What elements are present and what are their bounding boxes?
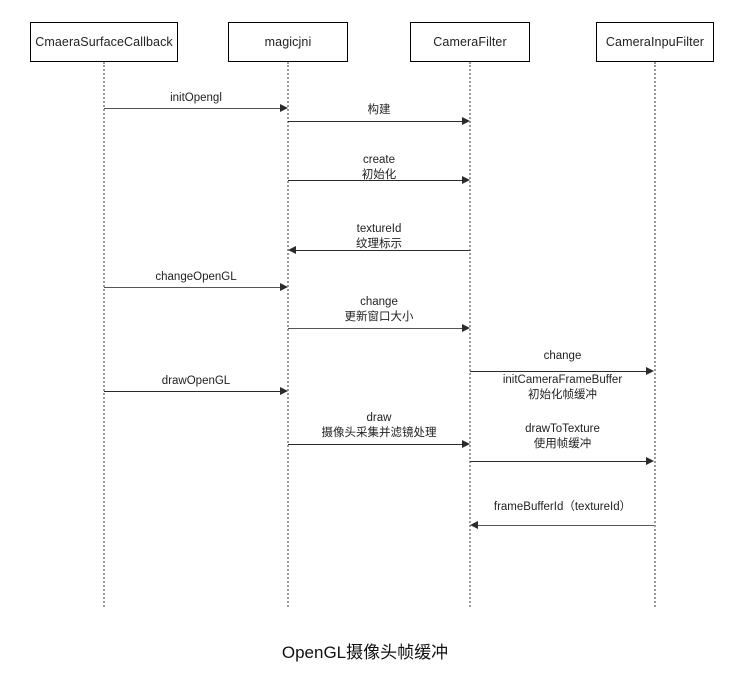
participant-box-magicjni[interactable]: magicjni bbox=[228, 22, 348, 62]
message-label-textureid: textureId 纹理标示 bbox=[356, 223, 402, 250]
diagram-caption: OpenGL摄像头帧缓冲 bbox=[281, 643, 449, 662]
message-arrow-initcameraframebuffer bbox=[470, 371, 646, 372]
message-label-changeopengl: changeOpenGL bbox=[155, 271, 237, 283]
message-label-draw: draw 摄像头采集并滤镜处理 bbox=[321, 412, 437, 439]
lifeline-camerainpufilter bbox=[654, 62, 656, 607]
arrow-head-icon bbox=[462, 175, 470, 184]
arrow-head-icon bbox=[462, 439, 470, 448]
message-label-change-window: change 更新窗口大小 bbox=[344, 296, 414, 323]
message-label-initcameraframebuffer: initCameraFrameBuffer 初始化帧缓冲 bbox=[502, 374, 623, 401]
arrow-head-icon bbox=[288, 245, 296, 254]
message-arrow-draw bbox=[288, 444, 462, 445]
participant-label: CameraFilter bbox=[433, 35, 507, 49]
message-label-initopengl: initOpengl bbox=[170, 92, 222, 104]
participant-label: magicjni bbox=[264, 35, 312, 49]
arrow-head-icon bbox=[280, 103, 288, 112]
participant-box-camerainpufilter[interactable]: CameraInpuFilter bbox=[596, 22, 714, 62]
message-arrow-drawopengl bbox=[104, 391, 280, 392]
message-label-framebufferid: frameBufferId（textureId） bbox=[493, 501, 632, 513]
message-label-drawtotexture: drawToTexture 使用帧缓冲 bbox=[525, 423, 600, 450]
message-label-create: create 初始化 bbox=[361, 154, 397, 181]
message-arrow-change-window bbox=[288, 328, 462, 329]
message-arrow-textureid bbox=[296, 250, 470, 251]
participant-label: CmaeraSurfaceCallback bbox=[35, 35, 173, 49]
arrow-head-icon bbox=[646, 456, 654, 465]
lifeline-camerafilter bbox=[469, 62, 471, 607]
message-arrow-drawtotexture bbox=[470, 461, 646, 462]
participant-box-cmaerasurfacecallback[interactable]: CmaeraSurfaceCallback bbox=[30, 22, 178, 62]
message-label-gouJian: 构建 bbox=[367, 104, 391, 116]
participant-box-camerafilter[interactable]: CameraFilter bbox=[410, 22, 530, 62]
arrow-head-icon bbox=[462, 116, 470, 125]
message-arrow-gouJian bbox=[288, 121, 462, 122]
participant-label: CameraInpuFilter bbox=[605, 35, 705, 49]
arrow-head-icon bbox=[470, 520, 478, 529]
message-arrow-initopengl bbox=[104, 108, 280, 109]
arrow-head-icon bbox=[280, 386, 288, 395]
arrow-head-icon bbox=[462, 323, 470, 332]
message-arrow-framebufferid bbox=[478, 525, 654, 526]
message-label-drawopengl: drawOpenGL bbox=[161, 375, 231, 387]
arrow-head-icon bbox=[646, 366, 654, 375]
arrow-head-icon bbox=[280, 282, 288, 291]
lifeline-cmaerasurfacecallback bbox=[103, 62, 105, 607]
message-arrow-changeopengl bbox=[104, 287, 280, 288]
lifeline-magicjni bbox=[287, 62, 289, 607]
message-arrow-create bbox=[288, 180, 462, 181]
message-label-change-initframebuffer-top: change bbox=[543, 350, 582, 362]
